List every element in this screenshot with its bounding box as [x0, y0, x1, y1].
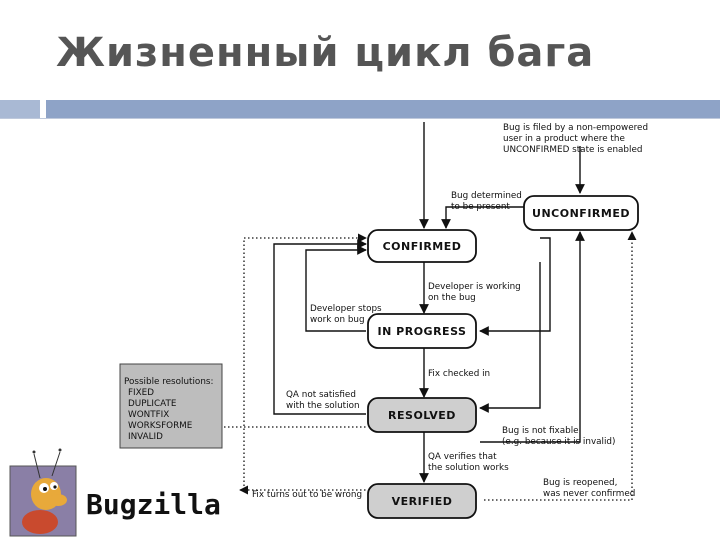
note-fix-checked: Fix checked in	[428, 369, 490, 379]
arrow-unconfirmed-line	[480, 231, 585, 443]
state-verified-label: VERIFIED	[392, 495, 453, 508]
title-rule-line	[0, 118, 720, 119]
arrow-verified-to-unconfirmed-dotted	[484, 231, 637, 501]
note-determined: Bug determined to be present	[451, 191, 525, 212]
arrow-unconfirmed-to-confirmed	[441, 206, 524, 229]
bugzilla-mascot-icon	[9, 448, 77, 537]
resolutions-list: Possible resolutions: FIXED DUPLICATE WO…	[124, 377, 216, 442]
note-dev-stops: Developer stops work on bug	[310, 304, 384, 325]
note-qa-verifies: QA verifies that the solution works	[428, 452, 509, 473]
note-reopened: Bug is reopened, was never confirmed	[543, 478, 635, 499]
state-unconfirmed	[523, 195, 639, 231]
state-confirmed-label: CONFIRMED	[383, 240, 462, 253]
state-verified	[367, 483, 477, 519]
note-filed: Bug is filed by a non-empowered user in …	[503, 123, 651, 155]
state-in-progress-label: IN PROGRESS	[378, 325, 467, 338]
note-dev-working: Developer is working on the bug	[428, 282, 524, 303]
arrow-unconfirmed-to-inprogress	[479, 237, 551, 336]
note-qa-not-satisfied: QA not satisfied with the solution	[286, 390, 360, 411]
state-unconfirmed-label: UNCONFIRMED	[532, 207, 630, 220]
note-fix-wrong: Fix turns out to be wrong	[252, 490, 362, 500]
note-not-fixable: Bug is not fixable (e.g. because it is i…	[502, 426, 615, 447]
arrow-resolved-to-confirmed	[273, 239, 367, 415]
slide-title: Жизненный цикл бага	[56, 30, 595, 76]
state-confirmed	[367, 229, 477, 263]
arrow-reopen-to-confirmed-dotted	[243, 233, 367, 490]
resolutions-box	[119, 363, 223, 449]
title-rule	[46, 100, 720, 118]
arrow-confirmed-to-resolved	[479, 262, 541, 413]
title-accent-square	[0, 100, 40, 118]
state-resolved	[367, 397, 477, 433]
state-in-progress	[367, 313, 477, 349]
arrow-inprogress-to-confirmed	[305, 245, 367, 332]
state-resolved-label: RESOLVED	[388, 409, 456, 422]
bugzilla-logo-text: Bugzilla	[86, 488, 221, 521]
